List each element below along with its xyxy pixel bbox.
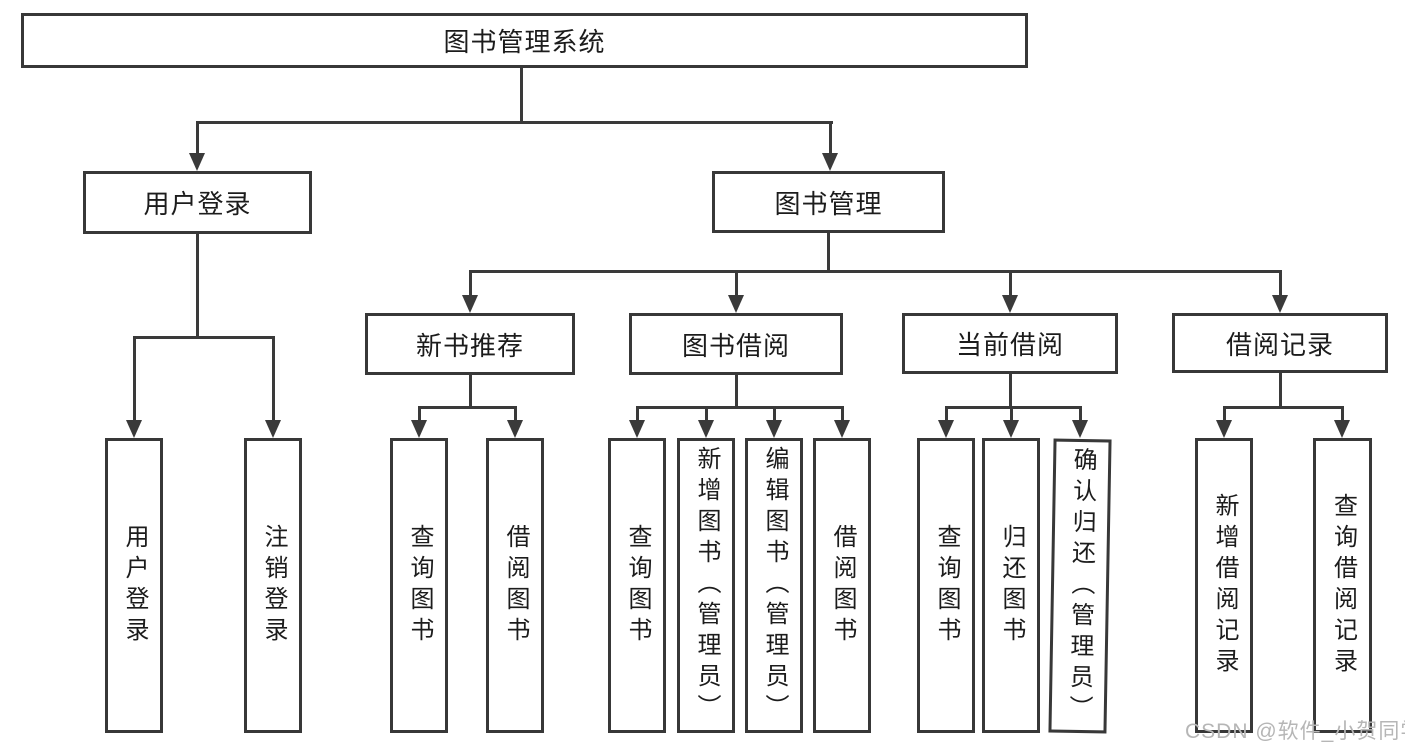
connector-line-h xyxy=(945,406,1082,409)
connector-line-v xyxy=(1341,406,1344,422)
connector-line-v xyxy=(418,406,421,422)
leaf-label: 注销登录 xyxy=(260,523,287,648)
connector-line-v xyxy=(133,336,136,422)
connector-line-v xyxy=(945,406,948,422)
connector-line-v xyxy=(520,68,523,121)
arrow-down-icon xyxy=(265,420,281,438)
leaf-label: 编辑图书（管理员） xyxy=(761,446,788,725)
arrow-down-icon xyxy=(728,295,744,313)
connector-line-v xyxy=(469,270,472,297)
leaf-user-login: 用户登录 xyxy=(105,438,163,733)
connector-line-v xyxy=(1223,406,1226,422)
leaf-borrow-books: 借阅图书 xyxy=(813,438,871,733)
watermark: CSDN @软件_小贺同学 xyxy=(1185,720,1405,743)
connector-line-h xyxy=(636,406,844,409)
arrow-down-icon xyxy=(766,420,782,438)
leaf-borrow-books-recommend: 借阅图书 xyxy=(486,438,544,733)
connector-line-h xyxy=(418,406,517,409)
connector-line-v xyxy=(829,121,832,155)
arrow-down-icon xyxy=(1272,295,1288,313)
arrow-down-icon xyxy=(834,420,850,438)
connector-line-v xyxy=(272,336,275,422)
connector-line-v xyxy=(196,234,199,336)
connector-line-v xyxy=(514,406,517,422)
arrow-down-icon xyxy=(698,420,714,438)
leaf-add-borrow-record: 新增借阅记录 xyxy=(1195,438,1253,733)
connector-line-v xyxy=(827,233,830,273)
node-book-management: 图书管理 xyxy=(712,171,945,233)
connector-line-v xyxy=(773,406,776,422)
connector-line-v xyxy=(705,406,708,422)
leaf-label: 新增借阅记录 xyxy=(1211,492,1238,679)
leaf-label: 确认归还（管理员） xyxy=(1064,446,1097,726)
connector-line-h xyxy=(196,121,833,124)
leaf-query-books-current: 查询图书 xyxy=(917,438,975,733)
arrow-down-icon xyxy=(629,420,645,438)
node-user-login: 用户登录 xyxy=(83,171,312,234)
leaf-edit-book-admin: 编辑图书（管理员） xyxy=(745,438,803,733)
connector-line-v xyxy=(1279,270,1282,297)
node-label: 当前借阅 xyxy=(955,330,1064,360)
leaf-label: 归还图书 xyxy=(998,523,1025,648)
node-book-borrow: 图书借阅 xyxy=(629,313,843,375)
arrow-down-icon xyxy=(462,295,478,313)
connector-line-v xyxy=(469,374,472,409)
connector-line-v xyxy=(735,374,738,409)
leaf-label: 查询图书 xyxy=(406,523,433,648)
leaf-label: 新增图书（管理员） xyxy=(693,446,720,725)
connector-line-v xyxy=(1010,406,1013,422)
arrow-down-icon xyxy=(1216,420,1232,438)
arrow-down-icon xyxy=(126,420,142,438)
connector-line-v xyxy=(1279,373,1282,409)
leaf-return-books: 归还图书 xyxy=(982,438,1040,733)
arrow-down-icon xyxy=(1334,420,1350,438)
node-current-borrow: 当前借阅 xyxy=(902,313,1118,374)
node-label: 图书管理系统 xyxy=(443,27,606,57)
node-label: 图书管理 xyxy=(774,188,883,219)
node-label: 新书推荐 xyxy=(415,330,524,361)
node-label: 图书借阅 xyxy=(681,330,790,361)
arrow-down-icon xyxy=(938,420,954,438)
leaf-query-books-recommend: 查询图书 xyxy=(390,438,448,733)
arrow-down-icon xyxy=(822,153,838,171)
leaf-label: 查询借阅记录 xyxy=(1329,492,1357,679)
leaf-label: 查询图书 xyxy=(624,523,651,648)
leaf-query-borrow-record: 查询借阅记录 xyxy=(1313,438,1372,733)
connector-line-v xyxy=(1079,406,1082,422)
leaf-logout: 注销登录 xyxy=(244,438,302,733)
leaf-label: 查询图书 xyxy=(933,523,960,648)
connector-line-h xyxy=(133,336,274,339)
connector-line-v xyxy=(1009,374,1012,409)
leaf-confirm-return-admin: 确认归还（管理员） xyxy=(1048,438,1112,734)
node-library-system: 图书管理系统 xyxy=(21,13,1028,68)
leaf-label: 借阅图书 xyxy=(829,523,856,648)
arrow-down-icon xyxy=(1003,420,1019,438)
connector-line-h xyxy=(469,270,1282,273)
leaf-add-book-admin: 新增图书（管理员） xyxy=(677,438,735,733)
leaf-query-books-borrow: 查询图书 xyxy=(608,438,666,733)
arrow-down-icon xyxy=(189,153,205,171)
leaf-label: 借阅图书 xyxy=(502,523,529,648)
connector-line-v xyxy=(196,121,199,155)
node-new-book-recommend: 新书推荐 xyxy=(365,313,575,375)
arrow-down-icon xyxy=(1002,295,1018,313)
connector-line-v xyxy=(841,406,844,422)
node-label: 用户登录 xyxy=(143,189,252,219)
node-borrow-records: 借阅记录 xyxy=(1172,313,1388,373)
arrow-down-icon xyxy=(411,420,427,438)
connector-line-v xyxy=(1009,270,1012,297)
connector-line-h xyxy=(1223,406,1344,409)
connector-line-v xyxy=(735,270,738,297)
arrow-down-icon xyxy=(507,420,523,438)
connector-line-v xyxy=(636,406,639,422)
node-label: 借阅记录 xyxy=(1225,329,1334,360)
leaf-label: 用户登录 xyxy=(121,523,148,648)
arrow-down-icon xyxy=(1072,420,1088,438)
